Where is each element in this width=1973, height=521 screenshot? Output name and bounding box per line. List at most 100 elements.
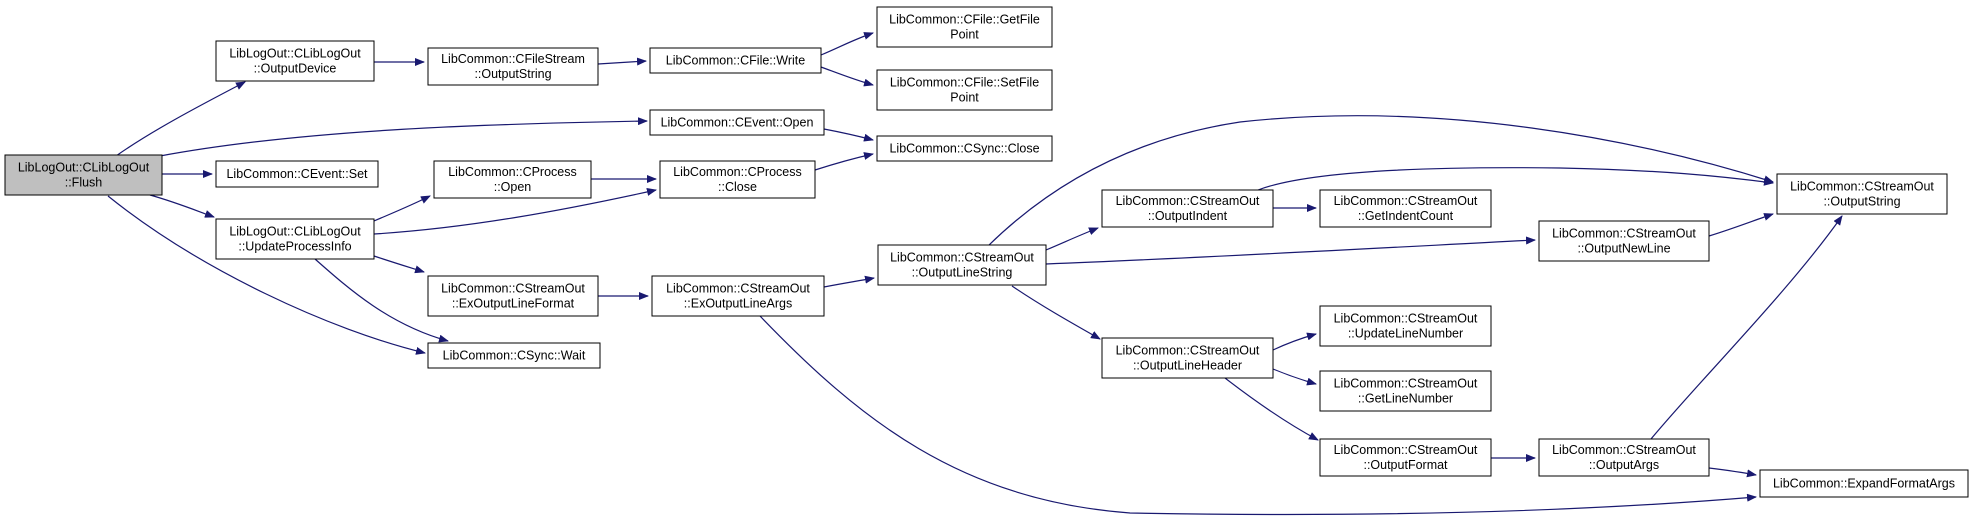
edge-output-args-to-streamout-output-string bbox=[1650, 215, 1843, 440]
node-label-line: ::Open bbox=[494, 180, 532, 194]
node-update-line-number[interactable]: LibCommon::CStreamOut::UpdateLineNumber bbox=[1319, 305, 1492, 347]
node-label-line: LibCommon::CStreamOut bbox=[1334, 312, 1478, 326]
node-label-line: ::OutputString bbox=[474, 67, 551, 81]
node-box bbox=[876, 69, 1053, 111]
node-label-line: LibCommon::CSync::Close bbox=[889, 142, 1039, 156]
node-label-line: ::OutputLineHeader bbox=[1133, 359, 1242, 373]
node-box bbox=[4, 154, 163, 196]
node-label-line: LibCommon::CStreamOut bbox=[1334, 377, 1478, 391]
node-box bbox=[1319, 438, 1492, 477]
node-output-format[interactable]: LibCommon::CStreamOut::OutputFormat bbox=[1319, 438, 1492, 477]
node-box bbox=[427, 47, 599, 86]
node-box bbox=[649, 47, 822, 74]
node-label-line: ::OutputDevice bbox=[254, 62, 337, 76]
node-ex-output-line-args[interactable]: LibCommon::CStreamOut::ExOutputLineArgs bbox=[651, 275, 825, 317]
node-label-line: ::UpdateLineNumber bbox=[1348, 327, 1463, 341]
node-label-line: LibCommon::CStreamOut bbox=[1116, 194, 1260, 208]
node-box bbox=[215, 160, 379, 188]
edge-flush-to-output-device bbox=[115, 81, 246, 157]
node-get-indent-count[interactable]: LibCommon::CStreamOut::GetIndentCount bbox=[1319, 189, 1492, 228]
node-box bbox=[433, 160, 592, 199]
node-output-args[interactable]: LibCommon::CStreamOut::OutputArgs bbox=[1538, 438, 1710, 477]
edge-output-indent-to-streamout-output-string bbox=[1257, 167, 1774, 191]
node-process-open[interactable]: LibCommon::CProcess::Open bbox=[433, 160, 592, 199]
node-flush[interactable]: LibLogOut::CLibLogOut::Flush bbox=[4, 154, 163, 196]
node-box bbox=[215, 40, 375, 82]
node-output-new-line[interactable]: LibCommon::CStreamOut::OutputNewLine bbox=[1538, 220, 1710, 262]
node-process-close[interactable]: LibCommon::CProcess::Close bbox=[659, 160, 816, 199]
edge-file-write-to-file-get-file-point bbox=[820, 32, 874, 56]
node-label-line: ::OutputFormat bbox=[1363, 458, 1448, 472]
node-label-line: LibCommon::CEvent::Set bbox=[226, 167, 368, 181]
node-box bbox=[1319, 370, 1492, 412]
call-edges bbox=[107, 32, 1843, 516]
node-box bbox=[1538, 438, 1710, 477]
node-label-line: ::GetIndentCount bbox=[1358, 209, 1454, 223]
edge-flush-to-update-process-info bbox=[149, 194, 215, 218]
edge-update-process-info-to-sync-wait bbox=[314, 258, 449, 343]
node-update-process-info[interactable]: LibLogOut::CLibLogOut::UpdateProcessInfo bbox=[215, 218, 375, 260]
node-label-line: LibCommon::CStreamOut bbox=[1334, 194, 1478, 208]
node-label-line: LibCommon::ExpandFormatArgs bbox=[1773, 477, 1955, 491]
node-label-line: LibCommon::CStreamOut bbox=[1334, 443, 1478, 457]
node-output-device[interactable]: LibLogOut::CLibLogOut::OutputDevice bbox=[215, 40, 375, 82]
node-box bbox=[427, 275, 599, 317]
edge-ex-output-line-args-to-expand-format-args bbox=[759, 315, 1757, 516]
node-ex-output-line-format[interactable]: LibCommon::CStreamOut::ExOutputLineForma… bbox=[427, 275, 599, 317]
edge-filestream-output-string-to-file-write bbox=[597, 57, 647, 66]
node-output-line-string[interactable]: LibCommon::CStreamOut::OutputLineString bbox=[877, 244, 1047, 286]
node-label-line: ::OutputString bbox=[1823, 195, 1900, 209]
node-output-indent[interactable]: LibCommon::CStreamOut::OutputIndent bbox=[1101, 189, 1274, 228]
node-label-line: Point bbox=[950, 91, 979, 105]
node-box bbox=[1319, 305, 1492, 347]
node-output-line-header[interactable]: LibCommon::CStreamOut::OutputLineHeader bbox=[1101, 337, 1274, 379]
edge-update-process-info-to-process-close bbox=[373, 188, 657, 235]
node-label-line: ::OutputArgs bbox=[1589, 458, 1659, 472]
edge-output-line-string-to-output-new-line bbox=[1045, 236, 1536, 265]
node-expand-format-args[interactable]: LibCommon::ExpandFormatArgs bbox=[1759, 469, 1969, 498]
edge-ex-output-line-args-to-output-line-string bbox=[823, 275, 875, 288]
node-box bbox=[1101, 337, 1274, 379]
node-label-line: ::OutputNewLine bbox=[1577, 242, 1670, 256]
node-box bbox=[1776, 173, 1948, 215]
node-label-line: LibCommon::CStreamOut bbox=[1116, 344, 1260, 358]
node-label-line: Point bbox=[950, 28, 979, 42]
node-event-open[interactable]: LibCommon::CEvent::Open bbox=[649, 109, 825, 136]
node-label-line: LibCommon::CStreamOut bbox=[890, 251, 1034, 265]
node-label-line: LibCommon::CStreamOut bbox=[441, 282, 585, 296]
node-label-line: ::UpdateProcessInfo bbox=[238, 240, 351, 254]
edge-flush-to-event-open bbox=[159, 117, 648, 157]
node-label-line: LibCommon::CSync::Wait bbox=[443, 349, 586, 363]
edge-output-line-string-to-output-indent bbox=[1045, 227, 1099, 251]
node-label-line: LibCommon::CStreamOut bbox=[1552, 443, 1696, 457]
node-file-write[interactable]: LibCommon::CFile::Write bbox=[649, 47, 822, 74]
node-get-line-number[interactable]: LibCommon::CStreamOut::GetLineNumber bbox=[1319, 370, 1492, 412]
edge-output-line-header-to-output-format bbox=[1224, 377, 1319, 441]
node-label-line: LibCommon::CProcess bbox=[673, 165, 802, 179]
node-label-line: LibCommon::CStreamOut bbox=[666, 282, 810, 296]
node-label-line: ::Close bbox=[718, 180, 757, 194]
node-filestream-output-string[interactable]: LibCommon::CFileStream::OutputString bbox=[427, 47, 599, 86]
node-label-line: ::GetLineNumber bbox=[1358, 392, 1453, 406]
node-box bbox=[877, 244, 1047, 286]
node-label-line: LibLogOut::CLibLogOut bbox=[229, 47, 361, 61]
node-box bbox=[649, 109, 825, 136]
node-sync-close[interactable]: LibCommon::CSync::Close bbox=[876, 135, 1053, 162]
function-nodes: LibLogOut::CLibLogOut::FlushLibLogOut::C… bbox=[4, 6, 1969, 498]
node-label-line: LibCommon::CEvent::Open bbox=[661, 116, 814, 130]
node-event-set[interactable]: LibCommon::CEvent::Set bbox=[215, 160, 379, 188]
edge-output-line-string-to-streamout-output-string bbox=[987, 115, 1774, 247]
node-box bbox=[1759, 469, 1969, 498]
node-label-line: ::OutputIndent bbox=[1148, 209, 1228, 223]
node-box bbox=[651, 275, 825, 317]
node-sync-wait[interactable]: LibCommon::CSync::Wait bbox=[427, 342, 601, 369]
node-box bbox=[427, 342, 601, 369]
edge-output-new-line-to-streamout-output-string bbox=[1708, 213, 1774, 237]
node-streamout-output-string[interactable]: LibCommon::CStreamOut::OutputString bbox=[1776, 173, 1948, 215]
node-label-line: ::ExOutputLineFormat bbox=[452, 297, 575, 311]
node-box bbox=[1538, 220, 1710, 262]
edge-file-write-to-file-set-file-point bbox=[820, 66, 874, 87]
